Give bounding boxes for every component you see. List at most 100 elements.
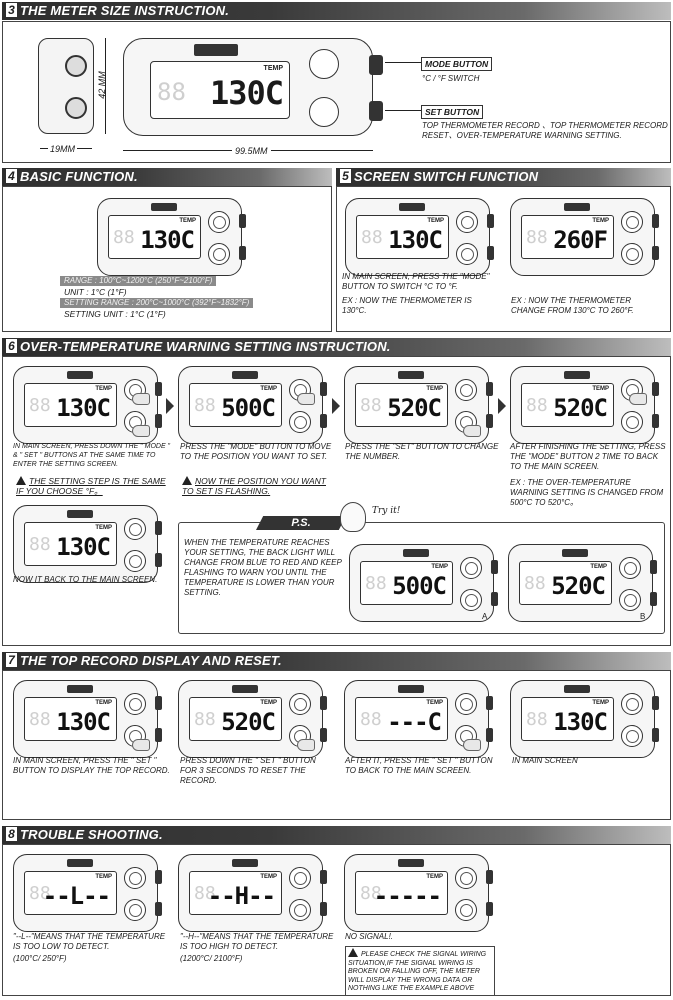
lcd-screen: TEMP 88 520C <box>189 697 282 741</box>
mode-button-label: MODE BUTTON <box>421 57 493 71</box>
temp-label: TEMP <box>427 218 444 224</box>
warning-meter-4: TEMP 88 520C <box>510 366 659 444</box>
set-callout-line <box>385 110 421 111</box>
temp-label: TEMP <box>95 874 112 880</box>
trouble-text-3: NO SIGNAL!. <box>345 932 394 941</box>
logo <box>67 510 93 518</box>
setting-range-band: SETTING RANGE : 200°C~1000°C (392°F~1832… <box>60 298 254 308</box>
mode-button[interactable] <box>309 49 339 79</box>
side-knob-bottom <box>65 97 87 119</box>
lcd-screen: TEMP 88 260F <box>521 215 614 259</box>
ghost-digits: 88 <box>194 395 216 416</box>
side-knob-top <box>65 55 87 77</box>
temp-label: TEMP <box>260 700 277 706</box>
logo <box>232 685 258 693</box>
warning-step-3: PRESS THE "SET" BUTTON TO CHANGE THE NUM… <box>345 442 499 461</box>
set-knob <box>155 902 162 916</box>
lcd-screen: TEMP 88 520C <box>519 561 612 605</box>
mode-button[interactable] <box>460 557 482 579</box>
mode-button[interactable] <box>455 693 477 715</box>
set-button[interactable] <box>621 725 643 747</box>
logo <box>67 685 93 693</box>
record-meter-3: TEMP 88 ---C <box>344 680 493 758</box>
mode-button[interactable] <box>289 693 311 715</box>
mode-knob <box>652 214 659 228</box>
display-value: 130C <box>388 226 443 254</box>
logo <box>399 203 425 211</box>
mode-button[interactable] <box>455 379 477 401</box>
mode-knob <box>155 521 162 535</box>
display-value: 130C <box>553 708 608 736</box>
temp-label: TEMP <box>592 386 609 392</box>
switch-meter-a: TEMP 88 130C <box>345 198 494 276</box>
warning-note-2: NOW THE POSITION YOU WANT TO SET IS FLAS… <box>182 476 332 496</box>
set-button[interactable] <box>124 550 146 572</box>
section-6-box <box>2 356 671 646</box>
set-button[interactable] <box>124 899 146 921</box>
ghost-digits: 88 <box>157 78 186 106</box>
mode-button[interactable] <box>621 211 643 233</box>
mode-knob <box>650 560 657 574</box>
temp-label: TEMP <box>590 564 607 570</box>
record-meter-1: TEMP 88 130C <box>13 680 162 758</box>
temp-label: TEMP <box>260 386 277 392</box>
ghost-digits: 88 <box>360 883 382 904</box>
logo <box>232 371 258 379</box>
set-knob <box>320 414 327 428</box>
logo <box>562 549 588 557</box>
section-7-box <box>2 670 671 820</box>
back-main-text: NOW IT BACK TO THE MAIN SCREEN. <box>13 575 158 584</box>
display-value: ---C <box>387 708 442 736</box>
record-text-3: AFTER IT, PRESS THE " SET " BUTTON TO BA… <box>345 756 493 775</box>
mode-button[interactable] <box>124 867 146 889</box>
mode-button[interactable] <box>621 693 643 715</box>
set-button-label: SET BUTTON <box>421 105 484 119</box>
section-5-box <box>336 186 671 332</box>
trouble-text-1: "--L--"MEANS THAT THE TEMPERATURE IS TOO… <box>13 932 166 951</box>
step-arrow <box>332 398 340 414</box>
record-text-4: IN MAIN SCREEN <box>512 756 578 765</box>
warning-step-2: PRESS THE "MODE" BUTTON TO MOVE TO THE P… <box>180 442 332 461</box>
section-title: SCREEN SWITCH FUNCTION <box>354 169 539 184</box>
set-knob <box>155 414 162 428</box>
set-button[interactable] <box>208 243 230 265</box>
mode-button[interactable] <box>208 211 230 233</box>
set-button[interactable] <box>621 243 643 265</box>
temp-label: TEMP <box>431 564 448 570</box>
mode-button[interactable] <box>456 211 478 233</box>
mode-button[interactable] <box>455 867 477 889</box>
mode-button[interactable] <box>124 518 146 540</box>
set-button[interactable] <box>289 899 311 921</box>
finger-press-icon <box>132 739 150 751</box>
set-button[interactable] <box>455 899 477 921</box>
set-knob <box>491 592 498 606</box>
display-value: 130C <box>140 226 195 254</box>
set-knob <box>652 414 659 428</box>
set-button[interactable] <box>460 589 482 611</box>
section-3-box <box>2 21 671 163</box>
mode-button[interactable] <box>619 557 641 579</box>
meter-front-view: TEMP 88 130C <box>123 38 383 136</box>
set-knob <box>369 101 383 121</box>
set-button[interactable] <box>309 97 339 127</box>
logo <box>67 371 93 379</box>
set-button[interactable] <box>619 589 641 611</box>
mode-button[interactable] <box>289 867 311 889</box>
trouble-meter-1: TEMP 88 --L-- <box>13 854 162 932</box>
ps-meter-b: TEMP 88 520C <box>508 544 657 622</box>
side-width-dimension: 19mm <box>48 144 78 154</box>
display-value: 260F <box>553 226 608 254</box>
set-button[interactable] <box>621 411 643 433</box>
temp-label: TEMP <box>592 218 609 224</box>
warning-icon <box>182 476 192 485</box>
ghost-digits: 88 <box>29 883 51 904</box>
logo <box>403 549 429 557</box>
trouble-text-1b: (100°C/ 250°F) <box>13 954 67 963</box>
mode-button[interactable] <box>124 693 146 715</box>
set-button[interactable] <box>289 411 311 433</box>
set-button[interactable] <box>456 243 478 265</box>
display-value: 130C <box>56 708 111 736</box>
